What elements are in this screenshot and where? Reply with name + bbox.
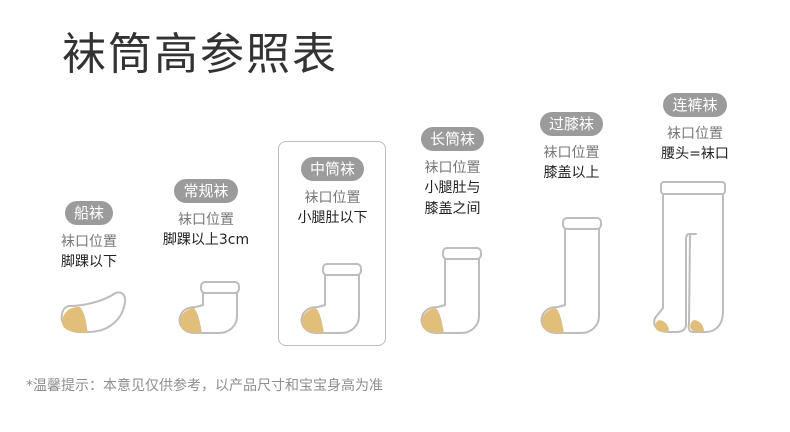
mid-sock-icon — [300, 263, 362, 334]
desc-line: 脚踝以上3cm — [162, 232, 250, 248]
desc-line: 膝盖之间 — [424, 201, 481, 217]
over-knee-sock-icon — [540, 217, 602, 334]
desc-line: 膝盖以上 — [543, 165, 600, 181]
desc-line: 腰头=袜口 — [661, 146, 729, 162]
caption: 袜口位置 — [178, 212, 234, 228]
type-pill: 常规袜 — [174, 179, 238, 203]
type-pill: 过膝袜 — [539, 112, 603, 136]
sock-type-boat: 船袜 袜口位置 脚踝以下 — [34, 201, 144, 273]
footnote: *温馨提示：本意见仅供参考，以产品尺寸和宝宝身高为准 — [26, 378, 383, 394]
caption: 袜口位置 — [61, 234, 117, 250]
page-title: 袜筒高参照表 — [62, 29, 338, 80]
type-pill: 长筒袜 — [420, 127, 484, 151]
regular-sock-icon — [178, 281, 240, 334]
type-pill: 船袜 — [64, 201, 113, 225]
sock-type-long: 长筒袜 袜口位置 小腿肚与 膝盖之间 — [395, 127, 510, 220]
desc-line: 小腿肚与 — [424, 180, 481, 196]
tights-icon — [653, 181, 726, 333]
desc-line: 脚踝以下 — [61, 254, 117, 270]
highlight-frame — [278, 141, 386, 346]
boat-sock-icon — [60, 291, 127, 333]
caption: 袜口位置 — [543, 145, 600, 161]
sock-type-over-knee: 过膝袜 袜口位置 膝盖以上 — [514, 112, 629, 184]
sock-type-regular: 常规袜 袜口位置 脚踝以上3cm — [146, 179, 266, 251]
sock-type-tights: 连裤袜 袜口位置 腰头=袜口 — [635, 93, 755, 165]
long-sock-icon — [420, 247, 482, 334]
type-pill: 连裤袜 — [663, 93, 727, 117]
type-pill: 中筒袜 — [300, 157, 364, 181]
sock-type-mid: 中筒袜 袜口位置 小腿肚以下 — [275, 157, 390, 229]
desc-line: 小腿肚以下 — [297, 210, 368, 226]
caption: 袜口位置 — [667, 126, 723, 142]
caption: 袜口位置 — [304, 190, 361, 206]
caption: 袜口位置 — [424, 160, 481, 176]
